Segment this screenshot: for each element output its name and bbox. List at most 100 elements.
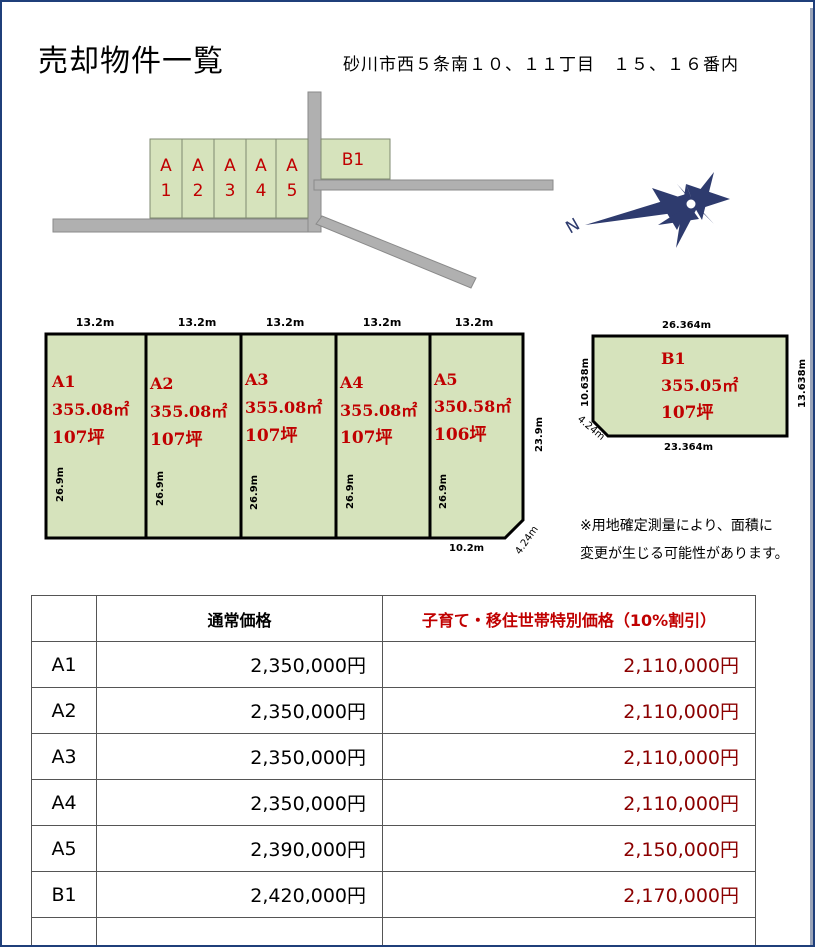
lot-plans: 13.2m 13.2m 13.2m 13.2m 13.2m A1 355.08㎡…: [44, 316, 808, 557]
b1-bottom-label: 23.364m: [664, 442, 713, 453]
compass-north-label: N: [563, 215, 584, 239]
row-regular-price: 2,350,000円: [96, 779, 383, 826]
plan-a5-name: A5: [433, 370, 458, 389]
plan-lot-a5: [428, 332, 525, 540]
a5-width-label: 13.2m: [455, 316, 494, 329]
site-lot-a5: [275, 138, 309, 219]
row-lot: A1: [31, 641, 97, 688]
plan-a1-area: 355.08㎡: [52, 400, 129, 419]
plan-a1-tsubo: 107坪: [52, 428, 105, 448]
empty-cell: [96, 917, 383, 945]
row-lot: A3: [31, 733, 97, 780]
row-discount-price: 2,110,000円: [382, 779, 756, 826]
a2-width-label: 13.2m: [178, 316, 217, 329]
row-discount-price: 2,150,000円: [382, 825, 756, 872]
b1-left-label: 10.638m: [580, 358, 591, 407]
site-lot-a4: [245, 138, 277, 219]
plan-lot-b1: [591, 334, 789, 438]
site-lots: [149, 138, 391, 219]
plan-a2-tsubo: 107坪: [150, 430, 203, 450]
table-row: A5 2,390,000円 2,150,000円: [31, 825, 756, 872]
plan-b1-name: B1: [661, 349, 686, 368]
a3-depth-label: 26.9m: [249, 475, 260, 510]
roads: [52, 91, 554, 289]
survey-note-line1: ※用地確定測量により、面積に: [580, 518, 773, 534]
row-lot: A2: [31, 687, 97, 734]
page-shadow: [810, 8, 813, 945]
site-lot-a3: [213, 138, 247, 219]
a5-right-label: 23.9m: [534, 417, 545, 452]
plan-a3-tsubo: 107坪: [245, 426, 298, 446]
property-address: 砂川市西５条南１０、１１丁目 １５、１６番内: [343, 55, 739, 75]
plan-a3-name: A3: [244, 370, 269, 389]
road-east: [313, 179, 554, 191]
road-diagonal: [315, 215, 477, 289]
row-regular-price: 2,350,000円: [96, 641, 383, 688]
row-discount-price: 2,110,000円: [382, 733, 756, 780]
a5-corner-label: 4.24m: [513, 524, 540, 557]
site-map: A 1 A 2 A 3 A 4 A 5 B1 N: [52, 91, 730, 289]
a4-depth-label: 26.9m: [345, 474, 356, 509]
plan-a2-name: A2: [149, 374, 174, 393]
site-lot-a2: [181, 138, 215, 219]
a5-bottom-label: 10.2m: [449, 543, 484, 554]
row-lot: A5: [31, 825, 97, 872]
plan-a5-tsubo: 106坪: [434, 425, 487, 445]
site-lot-a4-bottom: 4: [256, 181, 267, 201]
plan-lot-a1: [44, 332, 148, 540]
compass-icon: [585, 172, 730, 248]
row-lot: B1: [31, 871, 97, 918]
table-row-empty: [31, 917, 756, 945]
plan-a2-area: 355.08㎡: [150, 402, 227, 421]
row-lot: A4: [31, 779, 97, 826]
plan-b1-tsubo: 107坪: [661, 403, 714, 423]
a1-depth-label: 26.9m: [55, 467, 66, 502]
table-row: A4 2,350,000円 2,110,000円: [31, 779, 756, 826]
row-discount-price: 2,170,000円: [382, 871, 756, 918]
row-discount-price: 2,110,000円: [382, 687, 756, 734]
plan-a1-name: A1: [51, 372, 76, 391]
site-lot-a1-bottom: 1: [161, 181, 172, 201]
road-main: [52, 218, 316, 233]
b1-top-label: 26.364m: [662, 320, 711, 331]
row-regular-price: 2,350,000円: [96, 687, 383, 734]
site-lot-a5-bottom: 5: [287, 181, 298, 201]
table-row: B1 2,420,000円 2,170,000円: [31, 871, 756, 918]
table-row: A1 2,350,000円 2,110,000円: [31, 641, 756, 688]
site-lot-a3-bottom: 3: [225, 181, 236, 201]
row-discount-price: 2,110,000円: [382, 641, 756, 688]
b1-right-label: 13.638m: [797, 359, 808, 408]
site-lot-a3-top: A: [224, 156, 236, 176]
a1-width-label: 13.2m: [76, 316, 115, 329]
site-lot-a2-top: A: [192, 156, 204, 176]
header-lot-cell: [31, 595, 97, 642]
site-lot-a2-bottom: 2: [193, 181, 204, 201]
header-regular-price: 通常価格: [96, 595, 383, 642]
site-lot-a4-top: A: [255, 156, 267, 176]
row-regular-price: 2,420,000円: [96, 871, 383, 918]
row-regular-price: 2,390,000円: [96, 825, 383, 872]
road-north: [307, 91, 322, 233]
plan-a4-tsubo: 107坪: [340, 428, 393, 448]
a4-width-label: 13.2m: [363, 316, 402, 329]
a5-depth-label: 26.9m: [438, 474, 449, 509]
price-table-header: 通常価格 子育て・移住世帯特別価格（10%割引）: [31, 595, 756, 642]
site-lot-a1-top: A: [160, 156, 172, 176]
site-lot-a5-top: A: [286, 156, 298, 176]
plan-lot-a3: [239, 332, 338, 540]
a3-width-label: 13.2m: [266, 316, 305, 329]
plan-a3-area: 355.08㎡: [245, 398, 322, 417]
table-row: A2 2,350,000円 2,110,000円: [31, 687, 756, 734]
price-table: 通常価格 子育て・移住世帯特別価格（10%割引） A1 2,350,000円 2…: [31, 595, 756, 945]
page-title: 売却物件一覧: [38, 44, 224, 79]
site-lot-b1-label: B1: [342, 150, 364, 170]
empty-cell: [382, 917, 756, 945]
plan-b1-area: 355.05㎡: [661, 376, 738, 395]
row-regular-price: 2,350,000円: [96, 733, 383, 780]
table-row: A3 2,350,000円 2,110,000円: [31, 733, 756, 780]
site-lot-a1: [149, 138, 183, 219]
plan-a4-area: 355.08㎡: [340, 401, 417, 420]
plan-a5-area: 350.58㎡: [434, 397, 511, 416]
site-lot-b1: [320, 138, 391, 180]
